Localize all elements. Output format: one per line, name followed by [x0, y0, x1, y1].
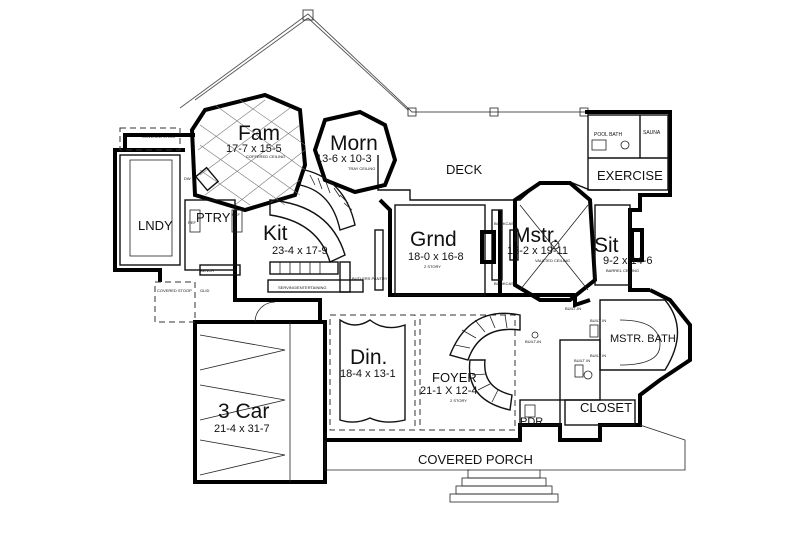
foyer-label: FOYER: [432, 370, 477, 385]
glid-label: GLID: [200, 288, 209, 293]
built-in-label-5: BUILT IN: [574, 358, 590, 363]
bench-label: BENCH: [200, 268, 214, 273]
fam-note: COFFERED CEILING: [246, 154, 285, 159]
foyer-note: 2 STORY: [450, 398, 467, 403]
sitting-room: [594, 204, 644, 286]
mstr-label: Mstr.: [513, 224, 559, 247]
foyer: [419, 312, 521, 431]
exercise-label: EXERCISE: [597, 168, 663, 183]
garage-label: 3 Car: [218, 400, 269, 423]
deck-area: [179, 9, 620, 201]
great-room: [394, 204, 496, 296]
covered-porch: [324, 424, 686, 503]
pdr-label: PDR: [520, 416, 543, 428]
serving-label: SERVING/ENTERTAINING: [278, 285, 326, 290]
stoop-top-label: COVERED STOOP: [142, 134, 177, 139]
kit-dims: 23-4 x 17-9: [272, 245, 328, 257]
family-room: [189, 92, 308, 213]
dw-label: DW: [184, 176, 191, 181]
built-in-label-3: BUILT IN: [590, 318, 606, 323]
mstr-note: VAULTED CEILING: [535, 258, 570, 263]
built-in-label-1: BUILT-IN: [525, 339, 541, 344]
sauna-label: SAUNA: [643, 130, 661, 136]
morn-dims: 13-6 x 10-3: [316, 153, 372, 165]
stoop-bottom-label: COVERED STOOP: [157, 288, 192, 293]
morn-label: Morn: [330, 132, 378, 155]
sit-note: BARREL CEILING: [606, 268, 639, 273]
sit-dims: 9-2 x 14-6: [603, 255, 653, 267]
fam-dims: 17-7 x 15-5: [226, 143, 282, 155]
fam-label: Fam: [238, 122, 280, 145]
covered-porch-label: COVERED PORCH: [418, 452, 533, 467]
ptry-label: PTRY: [196, 210, 231, 225]
morn-note: TRAY CEILING: [348, 166, 375, 171]
built-in-label-2: BUILT-IN: [565, 306, 581, 311]
closet-label: CLOSET: [580, 400, 632, 415]
kitchen: [267, 199, 384, 293]
master-bath-suite: [519, 299, 679, 426]
pool-bath-label: POOL BATH: [594, 132, 622, 138]
morning-room: [299, 109, 398, 231]
laundry-pantry: [119, 127, 243, 323]
dining-room: [329, 314, 416, 431]
grnd-label: Grnd: [410, 228, 457, 251]
kit-label: Kit: [263, 222, 288, 245]
lndy-label: LNDY: [138, 218, 173, 233]
foyer-dims: 21-1 X 12-4: [420, 385, 477, 397]
built-in-label-4: BUILT IN: [590, 353, 606, 358]
garage-dims: 21-4 x 31-7: [214, 423, 270, 435]
butlers-label: BUTLERS PANTRY: [352, 276, 388, 281]
din-label: Din.: [350, 346, 387, 369]
deck-label: DECK: [446, 162, 482, 177]
ref-label-1: REF: [188, 220, 197, 225]
garage: [199, 301, 291, 482]
exercise-suite: [587, 114, 669, 191]
bookcase-label-1: BOOKCASE: [494, 221, 517, 226]
grnd-dims: 18-0 x 16-8: [408, 251, 464, 263]
din-dims: 18-4 x 13-1: [340, 368, 396, 380]
ref-label-2: REF: [232, 212, 241, 217]
mstr-bath-label: MSTR. BATH: [610, 333, 676, 345]
mstr-dims: 13-2 x 19-11: [507, 245, 568, 257]
grnd-note: 2 STORY: [424, 264, 441, 269]
sit-label: Sit: [594, 234, 619, 257]
bookcase-label-2: BOOKCASE: [494, 281, 517, 286]
